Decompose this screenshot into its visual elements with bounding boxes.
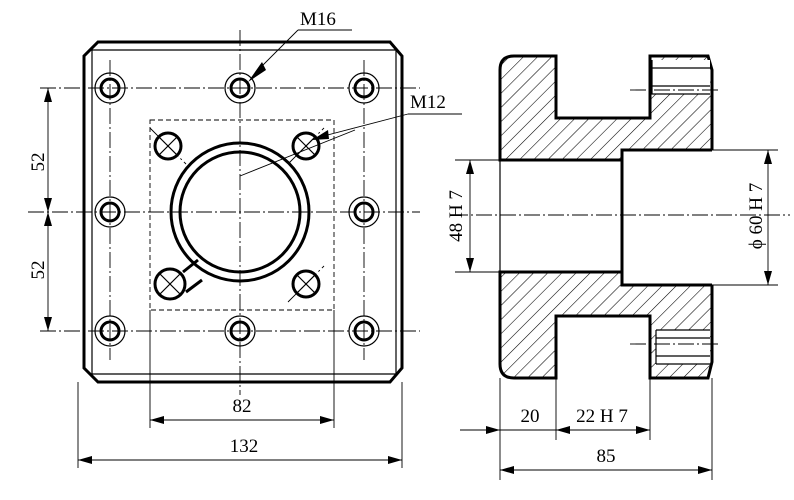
bore-outline (500, 148, 712, 287)
bolt-hole (94, 315, 126, 347)
m16-holes (94, 72, 380, 347)
tapped-hole (287, 127, 325, 165)
front-view: M16 M12 52 52 82 132 (28, 9, 462, 468)
section-view: 48 H 7 ϕ 60 H 7 20 22 H 7 85 (446, 54, 790, 480)
bore-inner (178, 150, 302, 274)
m12-holes (149, 127, 325, 303)
bolt-hole (94, 196, 126, 228)
pitch-label-upper: 52 (28, 153, 49, 172)
plate-outline (82, 40, 404, 384)
plate-inner-outline (91, 49, 397, 375)
dim-132-label: 132 (230, 436, 259, 457)
dim-48-label: 48 H 7 (446, 190, 467, 242)
m16-leader (257, 29, 299, 71)
bolt-hole (348, 315, 380, 347)
dim-60-label: ϕ 60 H 7 (746, 183, 767, 249)
bolt-hole (348, 196, 380, 228)
tapped-hole (287, 265, 325, 303)
m12-arrow (312, 130, 329, 140)
dim-22-label: 22 H 7 (576, 406, 628, 427)
dim-85-label: 85 (597, 446, 616, 467)
m12-leader (315, 113, 409, 139)
m16-arrow (248, 62, 266, 82)
bolt-hole (224, 315, 256, 347)
bore-leader (239, 129, 356, 177)
thread-label-m16: M16 (300, 9, 336, 30)
dim-20-label: 20 (521, 406, 540, 427)
thread-top (651, 60, 710, 95)
thread-label-m12: M12 (410, 92, 446, 113)
pitch-label-lower: 52 (28, 261, 49, 280)
tapped-hole (153, 258, 203, 301)
bore-outer (169, 141, 311, 283)
bolt-hole (94, 72, 126, 104)
tapped-hole (149, 127, 187, 165)
bolt-hole (224, 72, 256, 104)
hidden-square (149, 119, 335, 311)
bolt-hole (348, 72, 380, 104)
thread-bottom (655, 329, 710, 365)
dim-82-label: 82 (233, 396, 252, 417)
